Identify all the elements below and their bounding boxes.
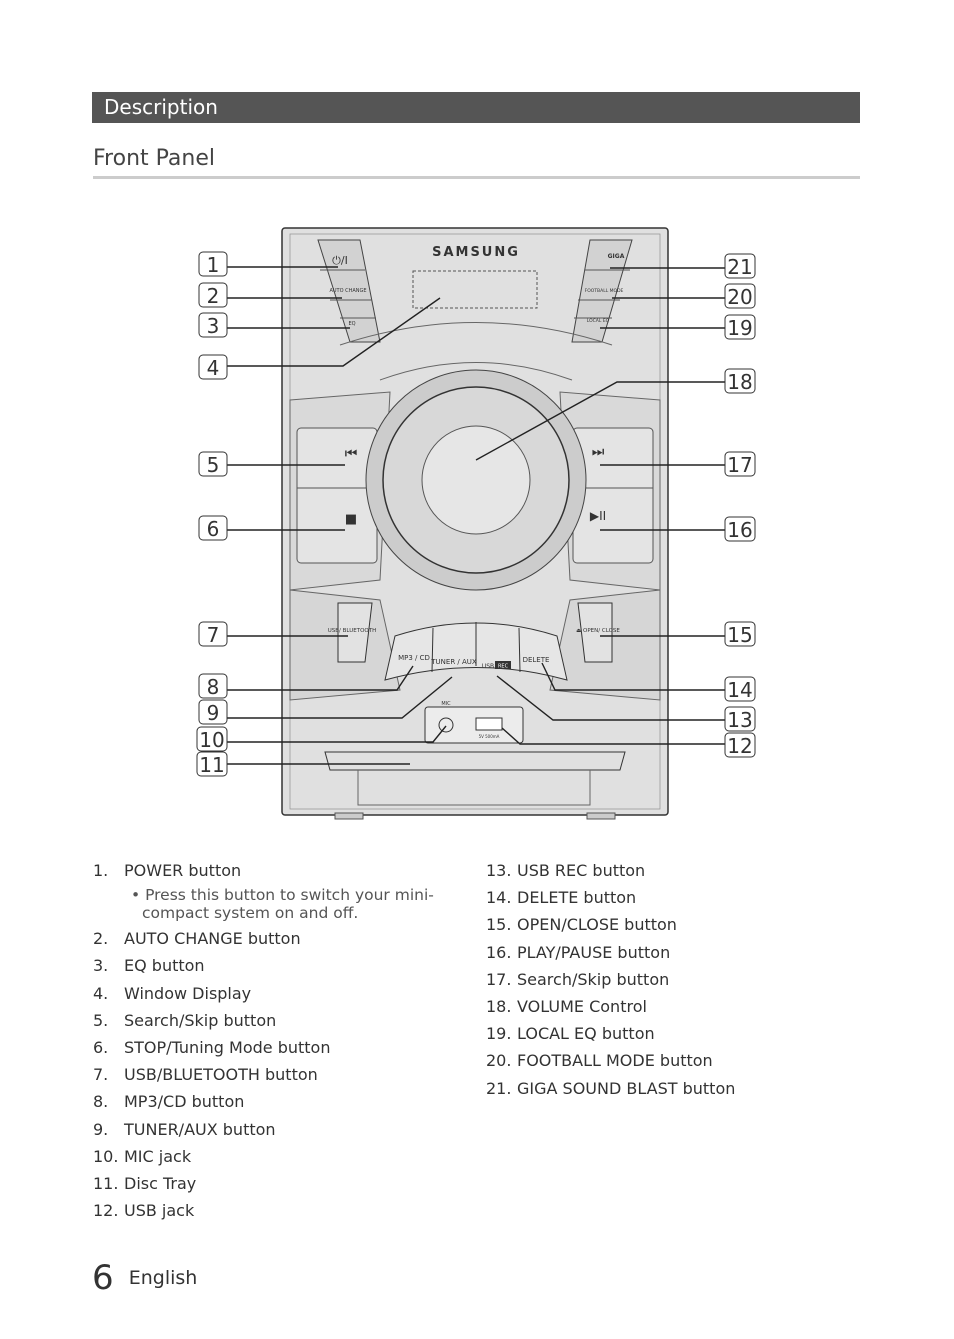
list-item: 19.LOCAL EQ button (486, 1024, 655, 1044)
usb-jack (475, 717, 503, 731)
mic-jack (438, 717, 454, 733)
window-display (412, 270, 538, 309)
list-item: 15.OPEN/CLOSE button (486, 915, 677, 935)
giga-label: GIGA (608, 253, 625, 260)
list-item: 2.AUTO CHANGE button (93, 929, 301, 949)
parts-list-right: 13.USB REC button 14.DELETE button 15.OP… (486, 857, 735, 1102)
callout-19: 19 (727, 316, 752, 340)
local-eq-label: LOCAL EQ (587, 318, 610, 324)
list-item: 6.STOP/Tuning Mode button (93, 1037, 331, 1057)
callout-3: 3 (207, 314, 220, 338)
list-item: 12.USB jack (93, 1201, 195, 1221)
callout-10: 10 (199, 728, 224, 752)
football-label: FOOTBALL MODE (585, 288, 624, 294)
usb-rating-label: 5V 500mA (479, 734, 500, 739)
list-item-note: • Press this button to switch your mini-… (131, 886, 434, 923)
parts-list-left: 1.POWER button • Press this button to sw… (93, 857, 442, 1224)
callout-1: 1 (207, 253, 220, 277)
page-number: 6 (92, 1258, 114, 1298)
list-item: 3.EQ button (93, 956, 205, 976)
list-item: 11.Disc Tray (93, 1173, 197, 1193)
mp3-cd-label: MP3 / CD (398, 654, 430, 662)
usb-rec-label: USB (482, 663, 494, 670)
section-title: Description (104, 95, 218, 119)
usb-bluetooth-label: USB/ BLUETOOTH (328, 628, 376, 634)
jack-panel (424, 706, 524, 744)
mic-label: MIC (441, 701, 451, 707)
top-left-button-strip (317, 239, 381, 343)
callout-8: 8 (207, 675, 220, 699)
delete-label: DELETE (523, 656, 550, 664)
play-pause-icon: ▶II (590, 509, 606, 523)
open-close-label: ⏏ OPEN/ CLOSE (576, 628, 620, 634)
tuner-aux-label: TUNER / AUX (430, 658, 477, 666)
list-item: 5.Search/Skip button (93, 1010, 277, 1030)
language-label: English (128, 1267, 198, 1289)
callout-9: 9 (207, 701, 220, 725)
callout-5: 5 (207, 453, 220, 477)
volume-knob (421, 425, 531, 535)
list-item: 4.Window Display (93, 983, 252, 1003)
callout-11: 11 (199, 753, 224, 777)
power-icon: ⏻/I (332, 254, 348, 267)
section-title-bar: Description (92, 92, 860, 123)
callout-21: 21 (727, 255, 752, 279)
list-item: 8.MP3/CD button (93, 1092, 245, 1112)
brand-logo: SAMSUNG (432, 245, 520, 260)
callout-16: 16 (727, 518, 752, 542)
page-footer: 6 English (92, 1258, 197, 1298)
list-item: 16.PLAY/PAUSE button (486, 942, 671, 962)
eq-label: EQ (348, 321, 355, 327)
list-item: 21.GIGA SOUND BLAST button (486, 1078, 736, 1098)
list-item: 17.Search/Skip button (486, 969, 670, 989)
subsection-title: Front Panel (93, 146, 860, 179)
callout-18: 18 (727, 370, 752, 394)
callout-2: 2 (207, 284, 220, 308)
open-close-button (577, 602, 613, 663)
callout-4: 4 (207, 356, 220, 380)
callout-12: 12 (727, 734, 752, 758)
callouts-right: 12 13 14 15 16 17 18 19 20 21 (724, 253, 756, 758)
list-item: 14.DELETE button (486, 888, 637, 908)
usb-bluetooth-button (337, 602, 373, 663)
callout-14: 14 (727, 678, 752, 702)
stop-icon: ■ (345, 512, 357, 527)
list-item: 13.USB REC button (486, 861, 646, 880)
callout-6: 6 (207, 517, 220, 541)
callout-7: 7 (207, 623, 220, 647)
front-panel-diagram: SAMSUNG ⏮ ■ ⏭ ▶II ⏻/I AUTO CHANGE EQ GIG… (190, 222, 770, 822)
rec-badge: REC (498, 664, 509, 670)
disc-tray (324, 751, 626, 771)
list-item: 7.USB/BLUETOOTH button (93, 1065, 318, 1085)
list-item: 1.POWER button (93, 861, 242, 880)
callout-20: 20 (727, 285, 752, 309)
callout-15: 15 (727, 623, 752, 647)
callout-17: 17 (727, 453, 752, 477)
callouts-left: 1 2 3 4 5 6 7 8 9 10 11 (196, 251, 228, 777)
list-item: 9.TUNER/AUX button (93, 1119, 276, 1139)
list-item: 18.VOLUME Control (486, 996, 647, 1016)
callout-13: 13 (727, 708, 752, 732)
skip-forward-icon: ⏭ (592, 444, 605, 460)
list-item: 20.FOOTBALL MODE button (486, 1051, 713, 1071)
list-item: 10.MIC jack (93, 1146, 192, 1166)
skip-back-icon: ⏮ (345, 446, 358, 462)
auto-change-label: AUTO CHANGE (329, 288, 366, 294)
